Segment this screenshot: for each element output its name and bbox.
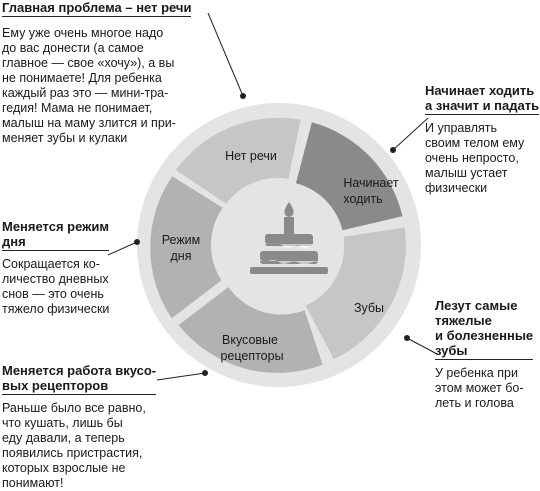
callout-walking-title: Начинает ходить а значит и падать bbox=[425, 83, 540, 115]
segment-label-taste-line2: рецепторы bbox=[220, 349, 283, 363]
leader-dot-routine bbox=[134, 239, 140, 245]
birthday-cake-icon bbox=[250, 202, 328, 274]
callout-no-speech-body: Ему уже очень многое надо до вас донести… bbox=[2, 26, 176, 145]
callout-routine-title: Меняется режим дня bbox=[2, 219, 110, 251]
leader-line-walking bbox=[392, 117, 429, 151]
segment-no-speech bbox=[175, 117, 301, 204]
leader-line-taste bbox=[156, 372, 206, 381]
callout-walking-body: И управлять своим телом ему очень непрос… bbox=[425, 121, 525, 195]
callout-walking: Начинает ходить а значит и падать И упра… bbox=[425, 83, 540, 196]
leader-dot-teeth bbox=[404, 335, 410, 341]
callout-teeth-body: У ребенка при этом может бо- леть и голо… bbox=[435, 366, 524, 410]
leader-dot-walking bbox=[390, 147, 396, 153]
leader-line-no-speech bbox=[207, 12, 244, 97]
callout-teeth-title: Лезут самые тяжелые и болезненные зубы bbox=[435, 298, 534, 360]
segment-label-walking-line2: ходить bbox=[343, 192, 382, 206]
segment-taste bbox=[178, 287, 323, 373]
callout-no-speech: Главная проблема – нет речи Ему уже очен… bbox=[2, 0, 212, 146]
callout-taste: Меняется работа вкусо- вых рецепторов Ра… bbox=[2, 363, 167, 491]
callout-routine: Меняется режим дня Сокращается ко- личес… bbox=[2, 219, 122, 317]
segment-routine bbox=[150, 176, 223, 319]
segment-label-no-speech: Нет речи bbox=[225, 149, 277, 163]
leader-line-routine bbox=[107, 241, 138, 256]
leader-dot-no-speech bbox=[240, 93, 246, 99]
leader-dot-taste bbox=[202, 370, 208, 376]
callout-taste-body: Раньше было все равно, что кушать, лишь … bbox=[2, 401, 146, 490]
segment-walking bbox=[295, 122, 403, 231]
segment-label-routine-line1: Режим bbox=[162, 233, 201, 247]
callout-no-speech-title: Главная проблема – нет речи bbox=[2, 0, 192, 17]
segment-label-teeth: Зубы bbox=[354, 301, 384, 315]
callout-routine-body: Сокращается ко- личество дневных снов — … bbox=[2, 257, 110, 316]
segment-label-routine-line2: дня bbox=[171, 249, 192, 263]
segment-label-taste-line1: Вкусовые bbox=[222, 333, 278, 347]
segment-teeth bbox=[305, 227, 406, 360]
leader-line-teeth bbox=[406, 337, 438, 355]
callout-taste-title: Меняется работа вкусо- вых рецепторов bbox=[2, 363, 157, 395]
segment-label-walking-line1: Начинает bbox=[343, 176, 399, 190]
callout-teeth: Лезут самые тяжелые и болезненные зубы У… bbox=[435, 298, 540, 411]
